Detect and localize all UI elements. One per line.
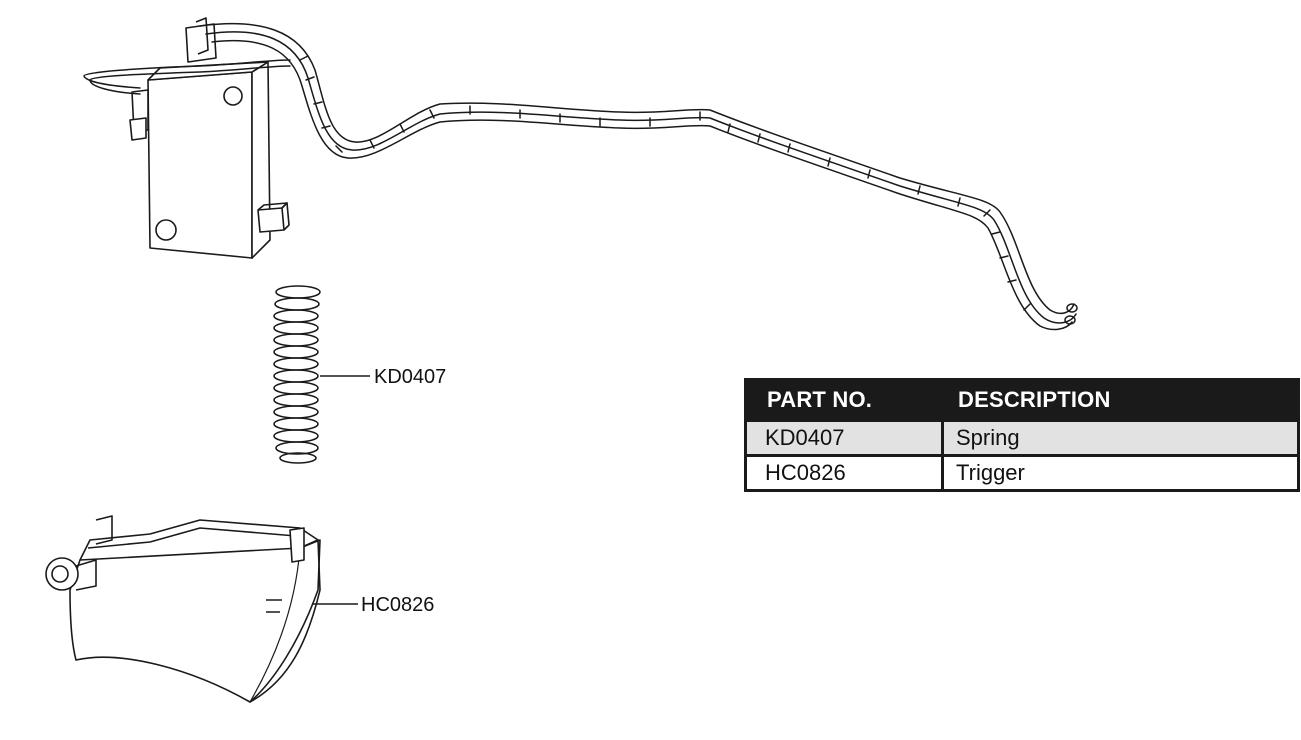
table-row: KD0407 Spring: [744, 419, 1300, 457]
wire-harness-icon: [83, 23, 1078, 331]
spring-callout-label: KD0407: [374, 366, 446, 388]
description-header: DESCRIPTION: [941, 378, 1300, 422]
part-no-cell: HC0826: [744, 454, 944, 492]
coil-spring-icon: [273, 285, 321, 464]
part-no-cell: KD0407: [744, 419, 944, 457]
parts-table: PART NO. DESCRIPTION KD0407 Spring HC082…: [744, 378, 1300, 492]
table-row: HC0826 Trigger: [744, 454, 1300, 492]
trigger-callout-label: HC0826: [361, 594, 434, 616]
micro-switch-icon: [129, 17, 290, 259]
parts-table-header-row: PART NO. DESCRIPTION: [744, 378, 1300, 422]
trigger-icon: [45, 515, 321, 703]
description-cell: Spring: [941, 419, 1300, 457]
description-cell: Trigger: [941, 454, 1300, 492]
part-no-header: PART NO.: [744, 378, 944, 422]
